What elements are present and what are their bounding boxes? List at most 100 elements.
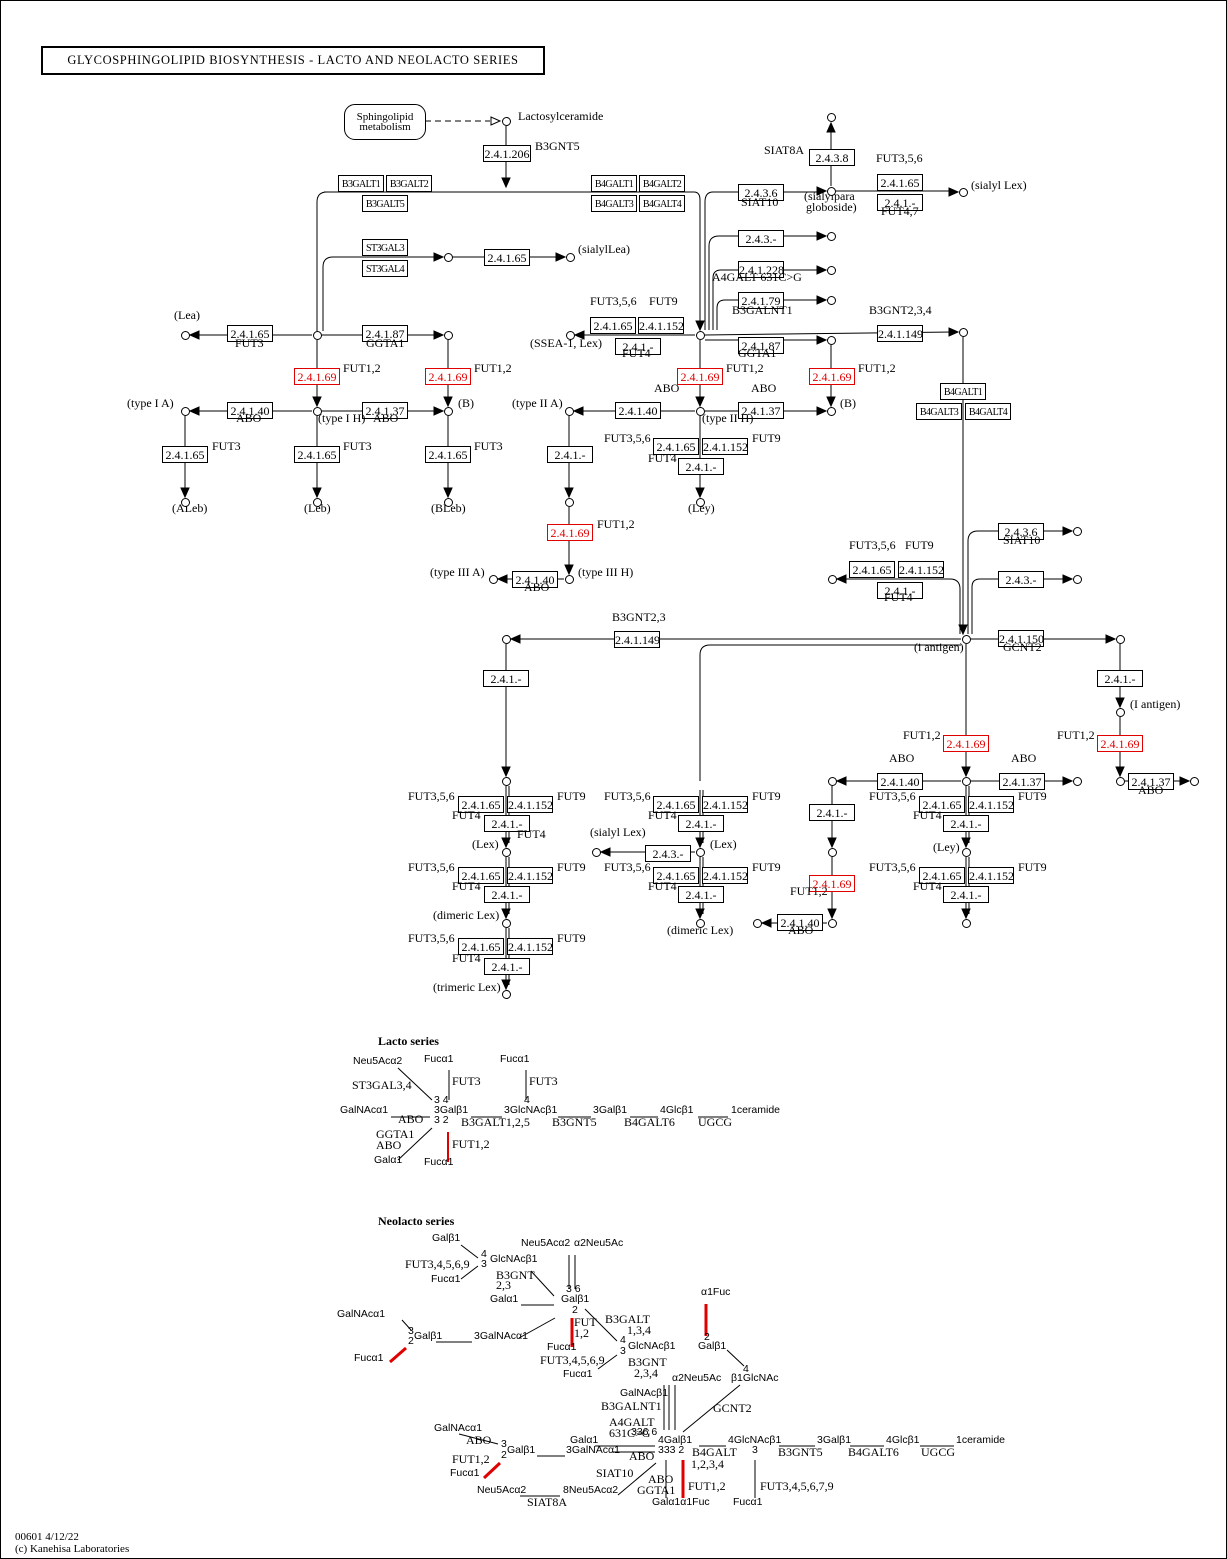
compound-node[interactable] <box>502 990 511 999</box>
compound-node[interactable] <box>696 848 705 857</box>
compound-node[interactable] <box>962 635 971 644</box>
enzyme-box[interactable]: 2.4.1.- <box>678 815 724 832</box>
enzyme-box[interactable]: 2.4.1.- <box>877 582 923 599</box>
compound-node[interactable] <box>1073 575 1082 584</box>
enzyme-box[interactable]: 2.4.1.152 <box>702 438 748 455</box>
compound-node[interactable] <box>181 331 190 340</box>
compound-node[interactable] <box>592 848 601 857</box>
enzyme-box[interactable]: 2.4.1.149 <box>877 325 923 342</box>
enzyme-box[interactable]: B4GALT3 <box>591 195 637 212</box>
compound-node[interactable] <box>828 848 837 857</box>
compound-node[interactable] <box>1116 635 1125 644</box>
compound-node[interactable] <box>565 498 574 507</box>
enzyme-box[interactable]: 2.4.1.69 <box>943 735 989 752</box>
enzyme-box[interactable]: 2.4.1.228 <box>738 261 784 278</box>
compound-node[interactable] <box>696 331 705 340</box>
compound-node[interactable] <box>565 407 574 416</box>
compound-node[interactable] <box>962 848 971 857</box>
sphingolipid-metabolism-map-link[interactable]: Sphingolipid metabolism <box>344 104 426 140</box>
compound-node[interactable] <box>962 777 971 786</box>
compound-node[interactable] <box>827 113 836 122</box>
enzyme-box[interactable]: 2.4.1.150 <box>998 630 1044 647</box>
enzyme-box[interactable]: 2.4.1.152 <box>968 796 1014 813</box>
enzyme-box[interactable]: 2.4.3.- <box>645 845 691 862</box>
compound-node[interactable] <box>696 498 705 507</box>
enzyme-box[interactable]: 2.4.1.65 <box>849 561 895 578</box>
enzyme-box[interactable]: B4GALT1 <box>591 175 637 192</box>
enzyme-box[interactable]: 2.4.1.- <box>484 886 530 903</box>
enzyme-box[interactable]: 2.4.1.152 <box>702 867 748 884</box>
enzyme-box[interactable]: B4GALT3 <box>916 403 962 420</box>
enzyme-box[interactable]: 2.4.1.65 <box>458 867 504 884</box>
enzyme-box[interactable]: 2.4.1.65 <box>919 796 965 813</box>
compound-node[interactable] <box>444 253 453 262</box>
enzyme-box[interactable]: 2.4.1.152 <box>968 867 1014 884</box>
compound-node[interactable] <box>827 232 836 241</box>
compound-node[interactable] <box>565 575 574 584</box>
compound-node[interactable] <box>959 188 968 197</box>
enzyme-box[interactable]: 2.4.3.8 <box>809 149 855 166</box>
enzyme-box[interactable]: 2.4.1.65 <box>162 446 208 463</box>
enzyme-box[interactable]: 2.4.1.40 <box>227 402 273 419</box>
enzyme-box[interactable]: 2.4.1.152 <box>507 938 553 955</box>
enzyme-box[interactable]: 2.4.1.- <box>943 886 989 903</box>
enzyme-box[interactable]: 2.4.1.40 <box>615 402 661 419</box>
enzyme-box[interactable]: B4GALT4 <box>965 403 1011 420</box>
enzyme-box[interactable]: 2.4.1.65 <box>590 317 636 334</box>
enzyme-box[interactable]: 2.4.1.149 <box>614 631 660 648</box>
compound-node[interactable] <box>827 407 836 416</box>
enzyme-box[interactable]: 2.4.1.37 <box>1128 773 1174 790</box>
enzyme-box[interactable]: 2.4.1.- <box>678 458 724 475</box>
enzyme-box[interactable]: 2.4.1.65 <box>919 867 965 884</box>
enzyme-box[interactable]: 2.4.1.37 <box>738 402 784 419</box>
enzyme-box[interactable]: 2.4.1.40 <box>877 773 923 790</box>
compound-node[interactable] <box>962 919 971 928</box>
compound-node[interactable] <box>1116 777 1125 786</box>
enzyme-box[interactable]: B3GALT1 <box>338 175 384 192</box>
compound-node[interactable] <box>566 253 575 262</box>
compound-node[interactable] <box>502 919 511 928</box>
compound-node[interactable] <box>444 331 453 340</box>
enzyme-box[interactable]: 2.4.1.- <box>483 670 529 687</box>
compound-node[interactable] <box>1116 708 1125 717</box>
enzyme-box[interactable]: B3GALT2 <box>386 175 432 192</box>
enzyme-box[interactable]: 2.4.3.6 <box>738 184 784 201</box>
enzyme-box[interactable]: 2.4.1.152 <box>702 796 748 813</box>
compound-node[interactable] <box>181 498 190 507</box>
enzyme-box[interactable]: 2.4.1.40 <box>512 571 558 588</box>
enzyme-box[interactable]: 2.4.1.152 <box>898 561 944 578</box>
enzyme-box[interactable]: B4GALT1 <box>940 383 986 400</box>
enzyme-box[interactable]: 2.4.1.87 <box>738 337 784 354</box>
compound-node[interactable] <box>959 328 968 337</box>
enzyme-box[interactable]: 2.4.1.65 <box>227 325 273 342</box>
compound-node[interactable] <box>828 575 837 584</box>
enzyme-box[interactable]: 2.4.1.- <box>809 804 855 821</box>
enzyme-box[interactable]: 2.4.1.65 <box>877 174 923 191</box>
enzyme-box[interactable]: 2.4.1.69 <box>294 368 340 385</box>
enzyme-box[interactable]: 2.4.1.65 <box>653 867 699 884</box>
enzyme-box[interactable]: 2.4.1.69 <box>547 524 593 541</box>
enzyme-box[interactable]: ST3GAL4 <box>362 260 408 277</box>
enzyme-box[interactable]: 2.4.1.- <box>484 815 530 832</box>
enzyme-box[interactable]: 2.4.1.37 <box>362 402 408 419</box>
compound-node[interactable] <box>1073 777 1082 786</box>
compound-node[interactable] <box>696 407 705 416</box>
enzyme-box[interactable]: 2.4.1.152 <box>507 796 553 813</box>
enzyme-box[interactable]: 2.4.1.- <box>877 194 923 211</box>
compound-node[interactable] <box>566 331 575 340</box>
enzyme-box[interactable]: 2.4.1.152 <box>507 867 553 884</box>
compound-node[interactable] <box>502 635 511 644</box>
enzyme-box[interactable]: 2.4.1.69 <box>425 368 471 385</box>
compound-node[interactable] <box>696 919 705 928</box>
compound-node[interactable] <box>313 407 322 416</box>
enzyme-box[interactable]: 2.4.1.87 <box>362 325 408 342</box>
compound-node[interactable] <box>828 919 837 928</box>
compound-node[interactable] <box>753 919 762 928</box>
compound-node[interactable] <box>444 407 453 416</box>
enzyme-box[interactable]: 2.4.1.65 <box>653 796 699 813</box>
enzyme-box[interactable]: 2.4.1.206 <box>483 145 531 162</box>
enzyme-box[interactable]: B4GALT2 <box>639 175 685 192</box>
enzyme-box[interactable]: 2.4.3.- <box>738 230 784 247</box>
compound-node[interactable] <box>502 777 511 786</box>
enzyme-box[interactable]: 2.4.1.- <box>943 815 989 832</box>
